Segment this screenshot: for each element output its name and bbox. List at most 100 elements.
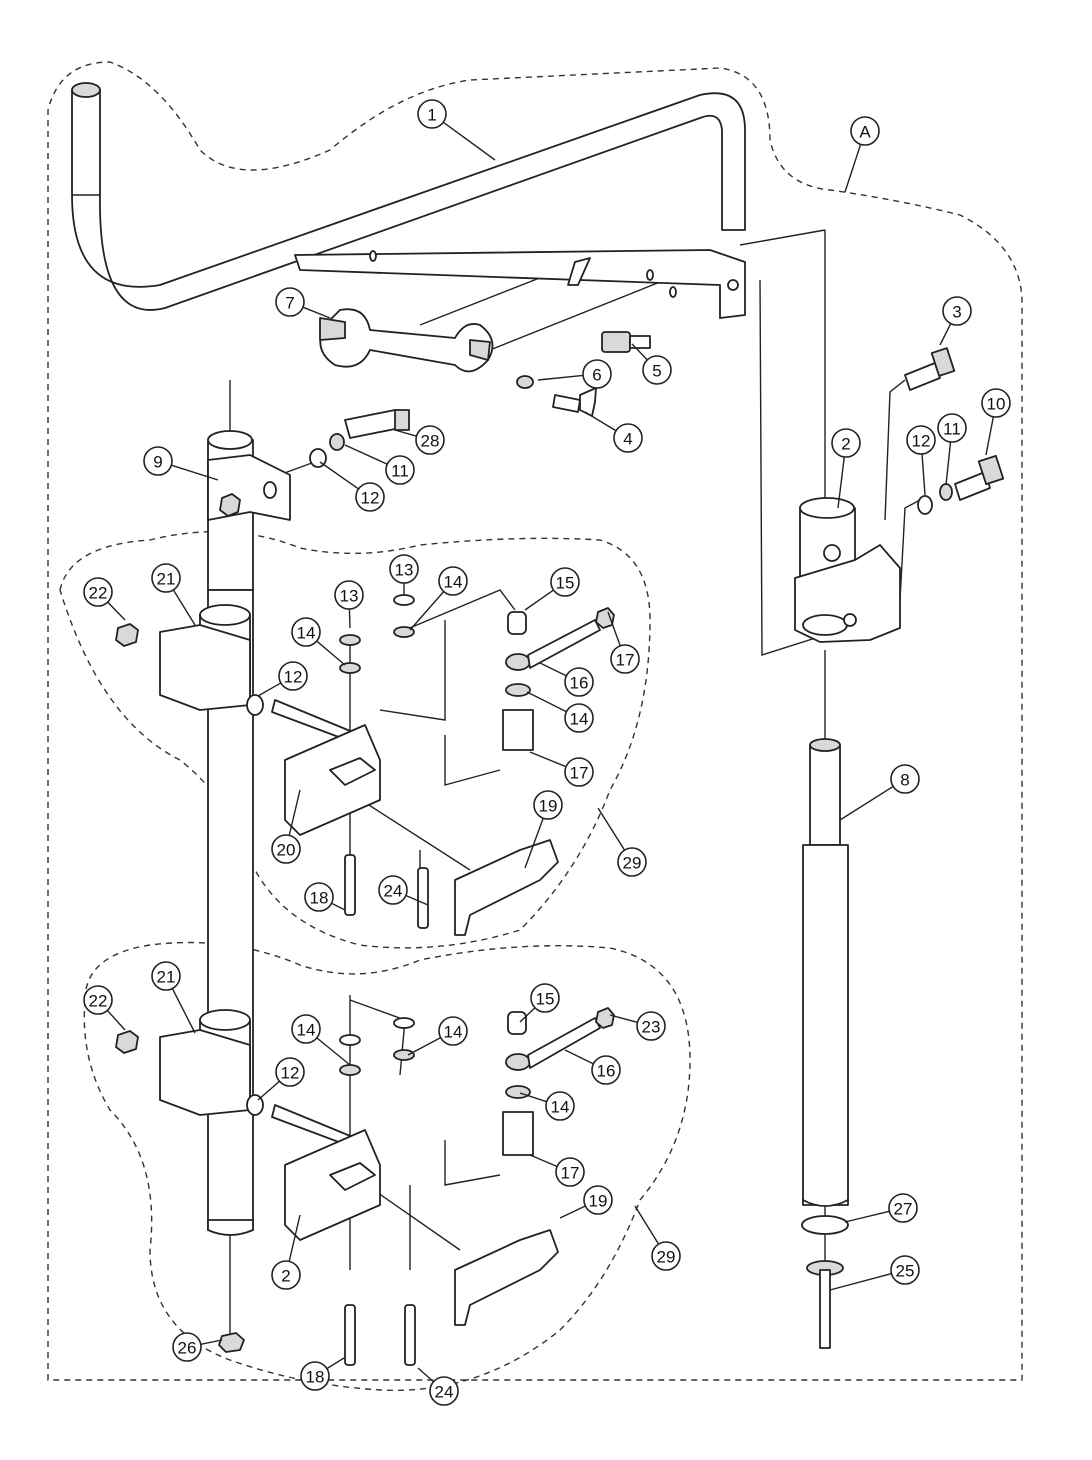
callout-c14c: 14 — [564, 703, 594, 733]
callout-number: 6 — [592, 366, 601, 385]
callout-leader-c25 — [829, 1272, 892, 1291]
callout-leader-c20 — [288, 789, 301, 836]
callout-c16b: 16 — [591, 1055, 621, 1085]
callout-c14f: 14 — [545, 1091, 575, 1121]
callout-circle — [591, 1055, 621, 1085]
callout-circle — [942, 296, 972, 326]
callout-c17c: 17 — [555, 1157, 585, 1187]
callout-number: 16 — [597, 1062, 616, 1081]
callout-leader-c12b — [921, 453, 926, 496]
wrench-part-7 — [319, 308, 494, 373]
callout-circle — [291, 1014, 321, 1044]
callout-c22a: 22 — [83, 577, 113, 607]
callout-number: 17 — [570, 764, 589, 783]
callout-circle — [564, 703, 594, 733]
callout-circle — [981, 388, 1011, 418]
callout-number: 24 — [435, 1383, 454, 1402]
callout-number: 12 — [361, 489, 380, 508]
callout-number: 12 — [912, 432, 931, 451]
callout-circle — [564, 757, 594, 787]
callout-leader-c1 — [442, 121, 496, 161]
callout-c18b: 18 — [300, 1361, 330, 1391]
callout-leader-c8 — [839, 785, 894, 821]
callout-leader-c17b — [529, 751, 567, 768]
callout-circle — [564, 667, 594, 697]
callout-number: 2 — [281, 1267, 290, 1286]
callout-number: 22 — [89, 584, 108, 603]
callout-circle — [636, 1011, 666, 1041]
callout-number: 14 — [551, 1098, 570, 1117]
callout-circle — [143, 446, 173, 476]
bolt-and-washers-parts-28-11-12 — [309, 409, 410, 468]
callout-cA: A — [850, 116, 880, 146]
callout-number: 29 — [657, 1248, 676, 1267]
callout-number: 20 — [277, 841, 296, 860]
callout-number: 9 — [153, 453, 162, 472]
callout-leader-c18b — [326, 1357, 345, 1370]
callout-number: 2 — [841, 435, 850, 454]
callout-number: 13 — [395, 561, 414, 580]
callout-number: 8 — [900, 771, 909, 790]
callout-circle — [378, 875, 408, 905]
callout-number: 17 — [616, 651, 635, 670]
callout-leader-c14d — [316, 1037, 351, 1066]
callout-leader-c19b — [559, 1205, 586, 1219]
right-vertical-tube-part-8 — [802, 738, 849, 1207]
callout-circle — [906, 425, 936, 455]
callout-leader-c3 — [939, 323, 952, 346]
callout-circle — [610, 644, 640, 674]
callout-leader-c14b — [316, 640, 346, 666]
callout-circle — [555, 1157, 585, 1187]
callout-number: 11 — [391, 462, 409, 481]
callout-c16a: 16 — [564, 667, 594, 697]
callout-c17a: 17 — [610, 644, 640, 674]
callout-leader-c22a — [107, 601, 126, 621]
callout-leader-c23 — [609, 1014, 638, 1024]
callout-number: 23 — [642, 1018, 661, 1037]
callout-c13b: 13 — [389, 554, 419, 584]
callout-number: 25 — [896, 1262, 915, 1281]
callout-number: 27 — [894, 1200, 913, 1219]
callout-number: 13 — [340, 587, 359, 606]
callout-c14e: 14 — [438, 1016, 468, 1046]
callout-leader-c16b — [564, 1049, 594, 1065]
callout-number: 15 — [556, 574, 575, 593]
callout-leader-c6 — [537, 374, 584, 381]
callout-circle — [533, 790, 563, 820]
callout-number: 21 — [157, 570, 176, 589]
callout-leader-c26 — [200, 1339, 223, 1345]
callout-number: 26 — [178, 1339, 197, 1358]
washer-and-screw-parts-6-4 — [516, 375, 597, 417]
callout-circle — [888, 1193, 918, 1223]
callout-leader-c14f — [519, 1092, 547, 1103]
callout-leader-cA — [844, 144, 862, 193]
upper-caster-sub-assembly — [115, 594, 615, 936]
callout-circle — [415, 425, 445, 455]
callout-c12c: 12 — [278, 661, 308, 691]
callout-number: 24 — [384, 882, 403, 901]
callout-number: 19 — [539, 797, 558, 816]
callout-circle — [300, 1361, 330, 1391]
callout-c9: 9 — [143, 446, 173, 476]
callout-number: 10 — [987, 395, 1006, 414]
callout-circle — [831, 428, 861, 458]
callout-circle — [937, 413, 967, 443]
callout-c5: 5 — [642, 355, 672, 385]
callout-circle — [651, 1241, 681, 1271]
callout-circle — [850, 116, 880, 146]
callout-c1: 1 — [417, 99, 447, 129]
callout-circle — [890, 764, 920, 794]
swivel-bracket-part-2 — [794, 497, 901, 643]
retaining-ring-and-axle-parts-27-25 — [801, 1215, 849, 1349]
callout-leader-c12d — [257, 1080, 280, 1101]
callout-number: 12 — [284, 668, 303, 687]
callout-number: 22 — [89, 992, 108, 1011]
callout-number: 12 — [281, 1064, 300, 1083]
callout-c11a: 11 — [385, 455, 415, 485]
callout-circle — [334, 580, 364, 610]
callout-leader-c4 — [584, 411, 617, 432]
callout-number: 17 — [561, 1164, 580, 1183]
callout-number: 11 — [943, 420, 961, 439]
